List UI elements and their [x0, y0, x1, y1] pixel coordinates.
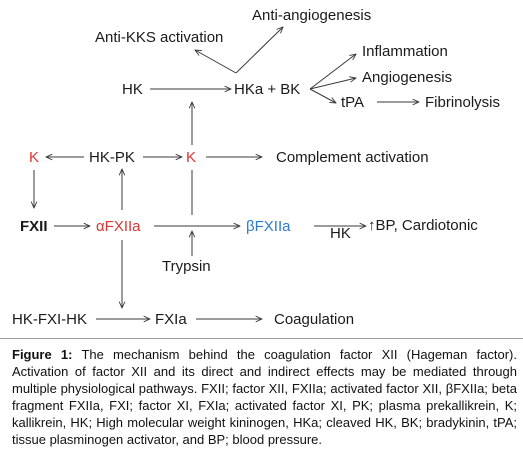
caption-text: The mechanism behind the coagulation fac…: [12, 347, 517, 447]
pathway-diagram: Anti-angiogenesis Anti-KKS activation HK…: [12, 7, 500, 328]
node-anti-kks-activation: Anti-KKS activation: [95, 29, 223, 46]
node-anti-angiogenesis: Anti-angiogenesis: [252, 7, 371, 24]
node-fxii: FXII: [20, 218, 48, 235]
node-fxia: FXIa: [155, 311, 187, 328]
arrow-hka-to-anti-kks: [195, 50, 237, 74]
node-kallikrein-left: K: [29, 149, 39, 166]
node-hk-pk: HK-PK: [89, 149, 135, 166]
node-complement-activation: Complement activation: [276, 149, 429, 166]
node-bp-cardiotonic: ↑BP, Cardiotonic: [368, 217, 478, 234]
arrow-hka-to-inflammation: [309, 54, 356, 90]
figure-caption: Figure 1: The mechanism behind the coagu…: [12, 346, 517, 448]
arrow-hka-to-tpa: [309, 88, 336, 103]
node-alpha-fxiia: αFXIIa: [96, 218, 141, 235]
node-angiogenesis: Angiogenesis: [362, 69, 452, 86]
caption-label: Figure 1:: [12, 347, 73, 362]
node-kallikrein-center: K: [186, 149, 196, 166]
node-hka-bk: HKa + BK: [234, 81, 300, 98]
node-inflammation: Inflammation: [362, 43, 448, 60]
arrow-hka-to-anti-angiogenesis: [235, 27, 283, 74]
node-coagulation: Coagulation: [274, 311, 354, 328]
node-trypsin: Trypsin: [162, 258, 211, 275]
node-beta-fxiia: βFXIIa: [246, 218, 291, 235]
node-hk-arrow-label: HK: [330, 225, 351, 242]
caption-divider: [0, 338, 523, 339]
arrow-hka-to-angiogenesis: [309, 78, 356, 90]
node-hk-top: HK: [122, 81, 143, 98]
node-tpa: tPA: [341, 94, 364, 111]
node-fibrinolysis: Fibrinolysis: [425, 94, 500, 111]
node-hk-fxi-hk: HK-FXI-HK: [12, 311, 87, 328]
